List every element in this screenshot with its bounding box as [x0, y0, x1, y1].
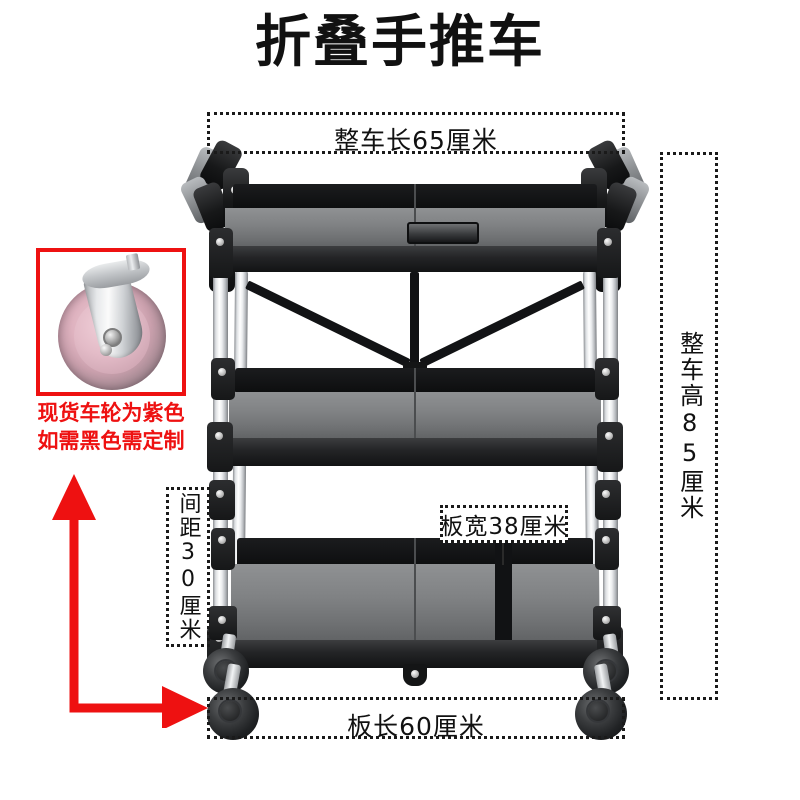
middle-shelf-bracket-right: [597, 422, 623, 472]
middle-shelf-rail-bracket-left: [211, 358, 235, 400]
top-shelf-front-rail: [221, 246, 609, 272]
middle-shelf-rail-bracket-right: [595, 358, 619, 400]
dimension-shelf-length-label: 板长60厘米: [347, 712, 485, 741]
top-shelf-bracket-right: [597, 228, 621, 278]
dimension-overall-length: 整车长65厘米: [207, 112, 625, 155]
middle-shelf-rail-bracket-right-bolt: [602, 368, 610, 376]
dimension-shelf-spacing-label: 间距30厘米: [175, 492, 201, 642]
caster-note: 现货车轮为紫色 如需黑色需定制: [16, 400, 206, 455]
leg-bracket-left-mid: [209, 480, 235, 520]
caster-mount-right-upper-bolt: [602, 616, 610, 624]
caster-detail-inset: [36, 248, 186, 396]
dimension-overall-length-label: 整车长65厘米: [334, 126, 498, 155]
bottom-shelf-rail-bracket-right: [595, 528, 619, 570]
leg-bracket-right-mid-bolt: [602, 490, 610, 498]
leg-bracket-right-mid: [595, 480, 621, 520]
caster-wheel-photo: [40, 252, 182, 392]
caster-wheel-left-lower: [207, 688, 259, 740]
middle-shelf-rail-bracket-left-bolt: [218, 368, 226, 376]
bottom-shelf-rail-bracket-left-bolt: [218, 536, 226, 544]
middle-shelf-front-rail: [219, 438, 611, 466]
leg-bracket-left-mid-bolt: [216, 490, 224, 498]
dimension-shelf-width-leader-line: [502, 543, 504, 565]
bottom-shelf-center-hinge-bolt: [411, 670, 419, 678]
dimension-shelf-width: 板宽38厘米: [440, 505, 568, 543]
bottom-shelf-rail-bracket-left: [211, 528, 235, 570]
support-strap-left: [245, 280, 411, 368]
dimension-shelf-spacing: 间距30厘米: [166, 487, 210, 647]
middle-shelf-bracket-left: [207, 422, 233, 472]
caster-note-line-1: 现货车轮为紫色: [37, 401, 185, 425]
support-strap-right: [419, 280, 585, 368]
caster-mount-left-upper-bolt: [218, 616, 226, 624]
top-shelf-bracket-left: [209, 228, 233, 278]
dimension-shelf-length: 板长60厘米: [207, 697, 625, 741]
bottom-shelf-seam: [414, 538, 416, 650]
top-shelf-center-latch[interactable]: [407, 222, 479, 244]
middle-shelf-bracket-left-bolt: [215, 432, 223, 440]
caster-stem: [125, 253, 141, 271]
top-shelf-seam: [414, 184, 416, 250]
top-shelf-bracket-left-bolt: [216, 238, 224, 246]
caster-note-line-2: 如需黑色需定制: [37, 428, 185, 453]
caster-wheel-right-lower: [575, 688, 627, 740]
top-center-support-post: [410, 272, 419, 368]
dimension-shelf-width-label: 板宽38厘米: [440, 514, 568, 540]
page-title: 折叠手推车: [255, 10, 545, 75]
middle-shelf-bracket-right-bolt: [605, 432, 613, 440]
bottom-shelf-rail-bracket-right-bolt: [602, 536, 610, 544]
caster-hub: [103, 328, 122, 347]
red-elbow-arrow: [52, 474, 208, 728]
middle-shelf-seam: [414, 368, 416, 442]
dimension-overall-height: 整车高85厘米: [660, 152, 718, 700]
bottom-shelf-width-marker: [495, 538, 512, 646]
cart-illustration: [178, 138, 652, 740]
caster-axle-bolt: [100, 344, 112, 356]
bottom-shelf-front-rail: [217, 640, 613, 668]
dimension-overall-height-label: 整车高85厘米: [675, 331, 704, 521]
top-shelf-bracket-right-bolt: [604, 238, 612, 246]
